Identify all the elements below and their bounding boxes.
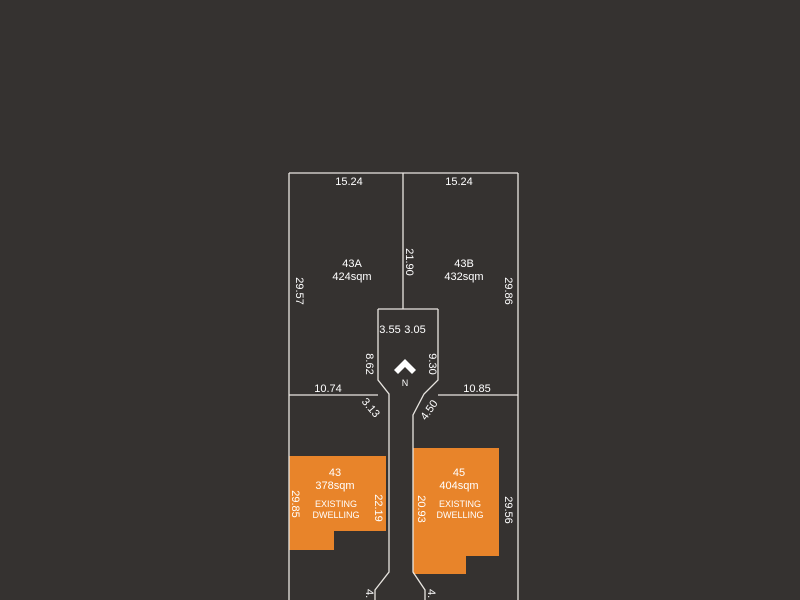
lot-43b-area: 432sqm (444, 271, 483, 283)
lot-45-note-2: DWELLING (436, 510, 483, 520)
lot-43-area: 378sqm (315, 480, 354, 492)
lot-43b-id: 43B (454, 258, 474, 270)
access-right-edge (412, 309, 439, 600)
lot-45-note-1: EXISTING (439, 499, 481, 509)
dim-divider: 21.90 (403, 248, 415, 276)
dim-lot43-right: 22.19 (372, 494, 384, 522)
dim-splay-left: 3.13 (359, 396, 382, 420)
dim-right-upper: 29.86 (502, 277, 514, 305)
lot-43-id: 43 (329, 467, 341, 479)
dim-mid-left: 10.74 (314, 383, 342, 395)
dim-access-top-right: 3.05 (404, 324, 425, 336)
dim-right-lower: 29.56 (502, 496, 514, 524)
north-label: N (402, 378, 409, 388)
lot-43a-area: 424sqm (332, 271, 371, 283)
lot-labels: 43A 424sqm 43B 432sqm 43 378sqm EXISTING… (312, 258, 483, 520)
dim-bottom-right-partial: 4. (425, 589, 437, 598)
dim-lot45-left: 20.93 (415, 495, 427, 523)
lot-43-note-1: EXISTING (315, 499, 357, 509)
lot-45-id: 45 (453, 467, 465, 479)
north-arrow-icon: N (394, 359, 416, 388)
lot-43a-id: 43A (342, 258, 362, 270)
dim-left-lower: 29.85 (289, 490, 301, 518)
lot-45-area: 404sqm (439, 480, 478, 492)
dim-access-left: 8.62 (363, 353, 375, 374)
dim-access-right: 9.30 (426, 353, 438, 374)
dim-mid-right: 10.85 (463, 383, 491, 395)
dwelling-45 (413, 448, 499, 574)
dim-top-left: 15.24 (335, 176, 363, 188)
access-left-edge (374, 309, 390, 600)
dwelling-43 (289, 456, 386, 550)
dim-bottom-left-partial: 4. (363, 589, 375, 598)
dim-top-right: 15.24 (445, 176, 473, 188)
boundary-lines (288, 172, 519, 600)
dimension-labels: 15.24 15.24 29.57 21.90 29.86 3.55 3.05 … (289, 176, 514, 598)
dim-splay-right: 4.50 (418, 398, 440, 422)
lot-43-note-2: DWELLING (312, 510, 359, 520)
dim-access-top-left: 3.55 (379, 324, 400, 336)
dim-left-upper: 29.57 (293, 277, 305, 305)
